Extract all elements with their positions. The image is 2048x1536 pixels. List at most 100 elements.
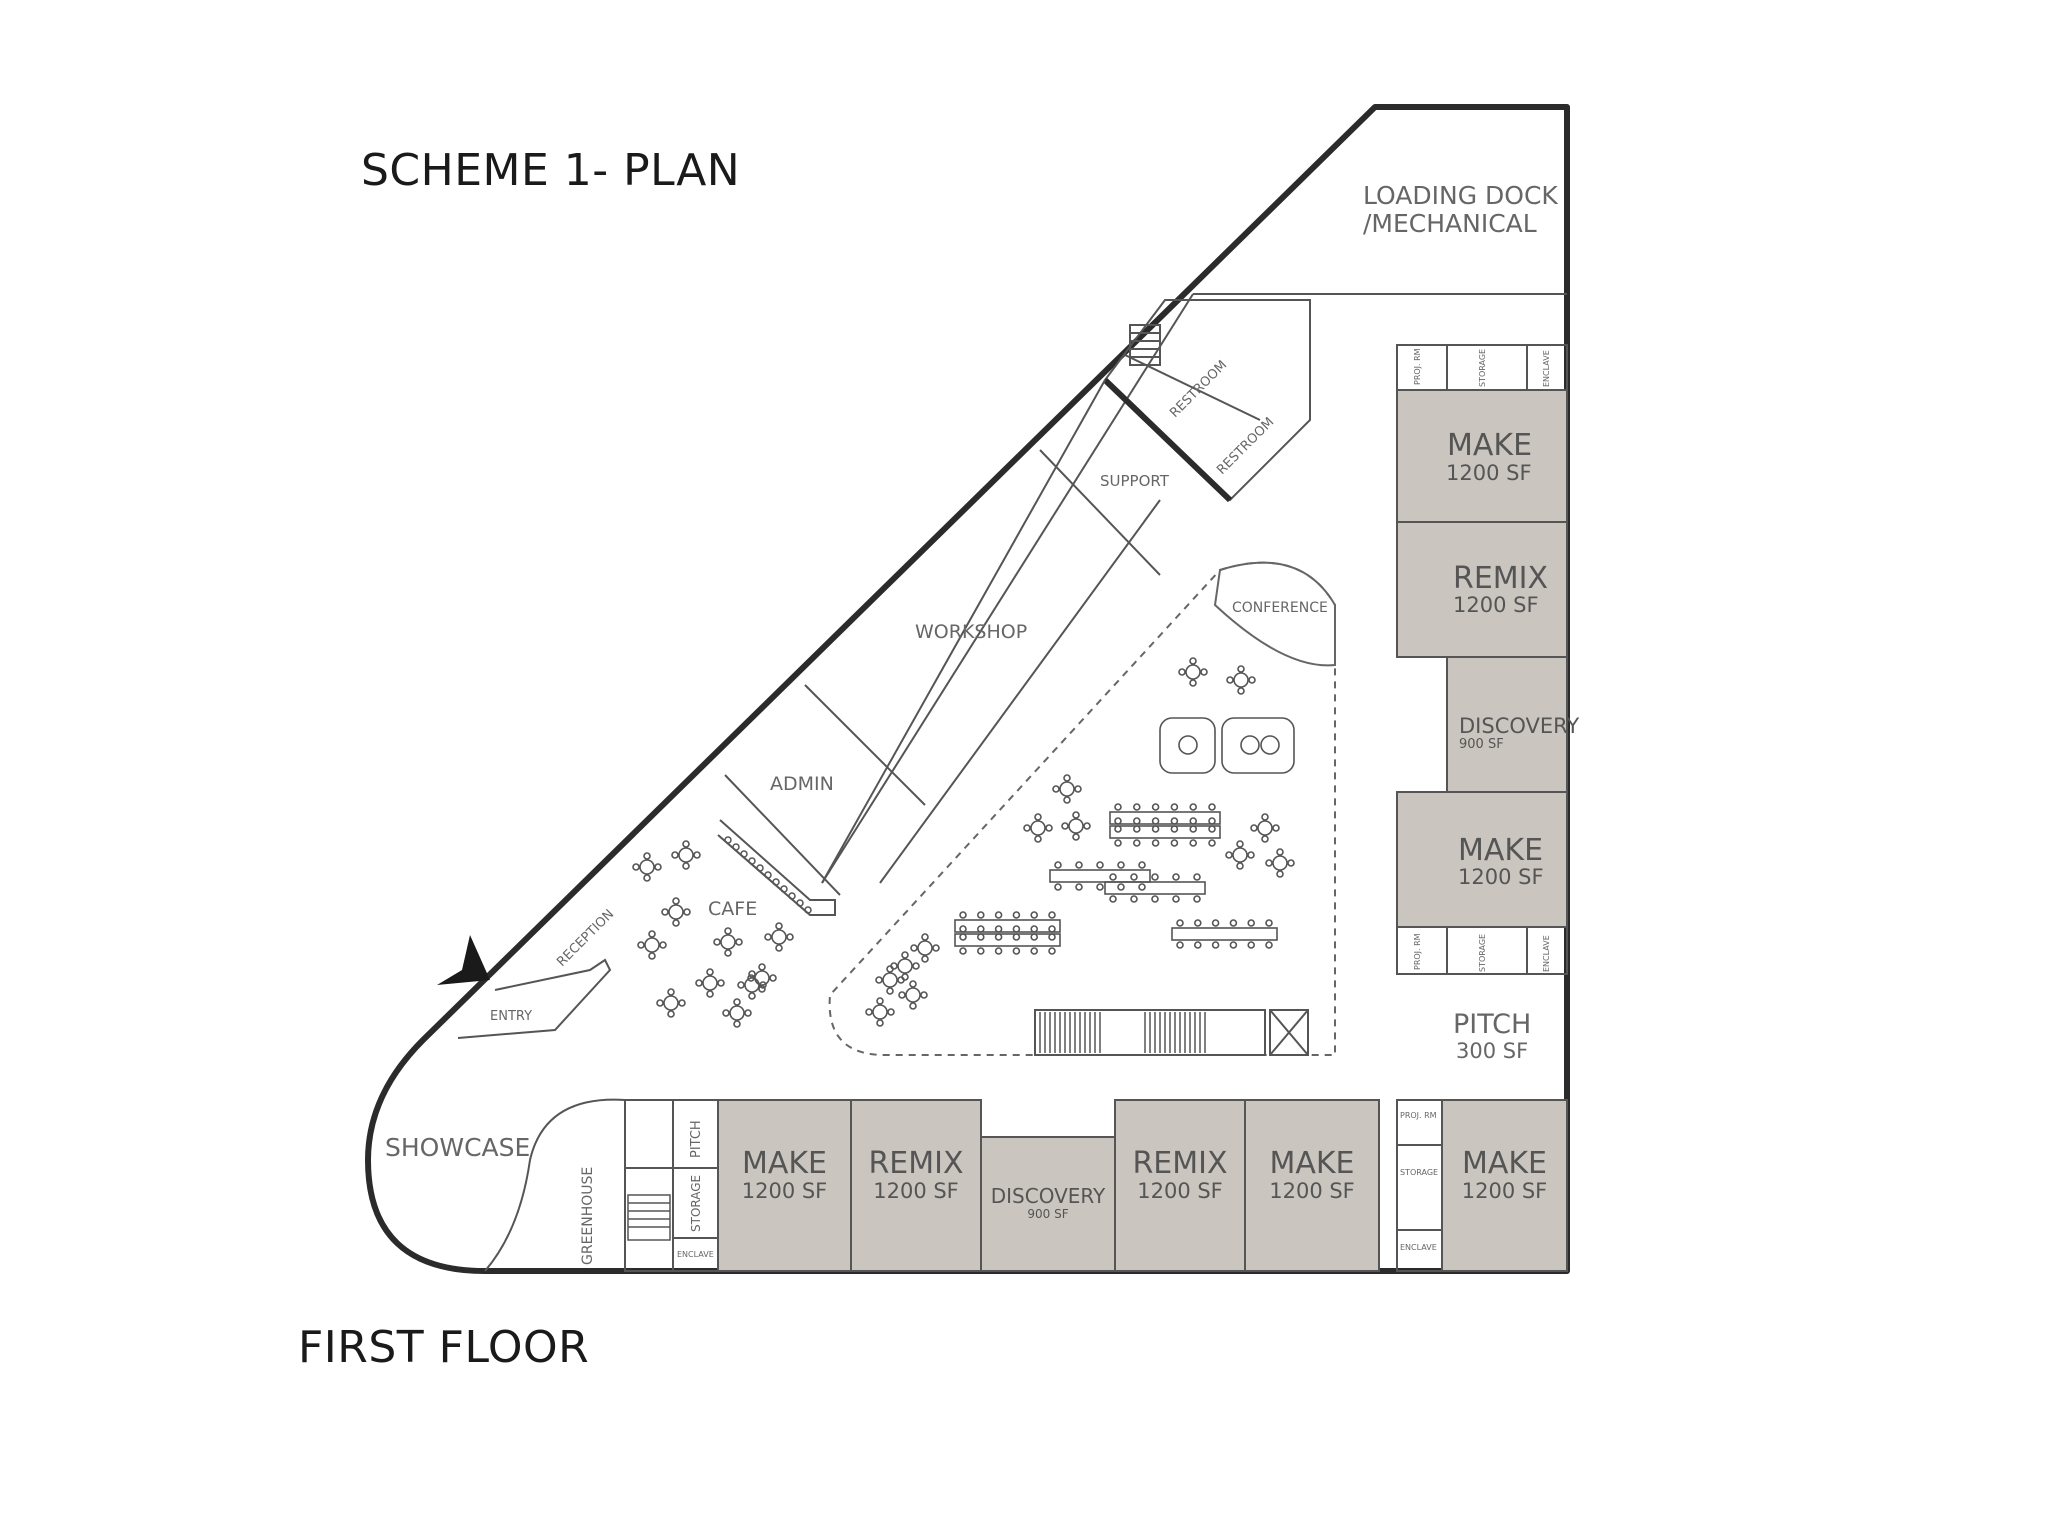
lounge-table [1178,657,1208,687]
pitch-large-name: PITCH [1453,1009,1531,1040]
floor-title: FIRST FLOOR [298,1322,590,1373]
cafe-stool [804,906,812,914]
lounge-table [1250,813,1280,843]
long-table [1049,861,1151,891]
lounge-table [898,980,928,1010]
plan-title: SCHEME 1- PLAN [361,145,741,196]
lounge-table [890,951,920,981]
loading-dock-label-2: /MECHANICAL [1363,209,1537,238]
cafe-stool [724,836,732,844]
cafe-stools [724,836,812,914]
cafe-stool [740,850,748,858]
entry-arrow-icon [437,935,490,985]
cafe-stool [780,885,788,893]
pitch-small-label: PITCH [689,1120,704,1158]
storage-small-label: STORAGE [689,1175,703,1232]
bottom-left-small-rooms [484,1098,719,1272]
cafe-table [695,968,725,998]
right-make-2-area: 1200 SF [1458,865,1544,889]
long-table [1109,817,1221,847]
cafe-table [713,927,743,957]
restroom-b-label: RESTROOM [1214,415,1277,478]
conference-room [1213,561,1336,667]
bottom-room-name: MAKE [742,1146,827,1181]
cafe-stool [772,878,780,886]
lounge-table [865,997,895,1027]
pitch-large-area: 300 SF [1456,1039,1528,1063]
restroom-a-label: RESTROOM [1167,358,1230,421]
cafe-table [661,897,691,927]
long-table [1104,873,1206,903]
bottom-room-area: 1200 SF [873,1179,959,1203]
right-mid-small-rooms [1396,926,1568,975]
cafe-stool [732,843,740,851]
right-make-1-area: 1200 SF [1446,461,1532,485]
right-remix-area: 1200 SF [1453,593,1539,617]
stair-icon [1129,324,1161,366]
conference-label: CONFERENCE [1232,600,1328,616]
booth [1221,717,1295,774]
bottom-room-area: 1200 SF [742,1179,828,1203]
lounge-area [828,561,1336,1056]
cafe-stool [788,892,796,900]
lounge-table [910,933,940,963]
bottom-right-storage-label: STORAGE [1400,1168,1438,1177]
entry-label: ENTRY [490,1009,532,1024]
cafe-stool [756,864,764,872]
right-mid-proj-label: PROJ. RM [1413,933,1422,970]
stair-icon [1039,1012,1101,1053]
cafe-table [671,840,701,870]
diagonal-band [724,379,1161,896]
bottom-room-name: DISCOVERY [991,1184,1106,1208]
lounge-furniture [865,657,1295,1027]
reception-desk [457,958,612,1039]
admin-label: ADMIN [770,773,834,795]
right-top-storage-label: STORAGE [1478,349,1487,387]
building-outline [365,104,1570,1274]
bottom-room-area: 1200 SF [1137,1179,1223,1203]
stair-icon [1144,1012,1206,1053]
cafe-table [747,963,777,993]
lounge-table [1052,774,1082,804]
right-mid-enclave-label: ENCLAVE [1542,935,1551,972]
cafe-tables [632,840,794,1028]
stair-icon [627,1194,671,1241]
cafe-table [632,852,662,882]
right-discovery-name: DISCOVERY [1459,714,1579,738]
cafe-stool [764,871,772,879]
right-top-enclave-label: ENCLAVE [1542,350,1551,387]
cafe-table [656,988,686,1018]
right-make-room-1 [1396,389,1568,523]
workshop-label: WORKSHOP [915,621,1027,643]
lounge-table [1265,848,1295,878]
cafe-table [764,922,794,952]
cafe-stool [796,899,804,907]
showcase-label: SHOWCASE [385,1133,530,1162]
cafe-stool [748,857,756,865]
right-make-2-name: MAKE [1458,833,1543,868]
enclave-small-label: ENCLAVE [677,1250,714,1259]
stair-icon [1039,1012,1206,1053]
long-table [1171,919,1278,949]
right-discovery-room [1446,656,1568,793]
bottom-room-name: MAKE [1462,1146,1547,1181]
cafe-table [637,930,667,960]
bottom-right-enclave-label: ENCLAVE [1400,1243,1437,1252]
right-make-room-2 [1396,791,1568,928]
right-remix-name: REMIX [1453,561,1548,596]
loading-dock-label-1: LOADING DOCK [1363,181,1558,210]
greenhouse-label: GREENHOUSE [580,1167,596,1265]
cafe-table [722,998,752,1028]
support-label: SUPPORT [1100,472,1170,490]
restroom-block [1102,299,1311,503]
right-make-1-name: MAKE [1447,428,1532,463]
bottom-right-small-rooms [1396,1099,1443,1272]
bottom-room-area: 1200 SF [1269,1179,1355,1203]
bottom-room-name: REMIX [868,1146,963,1181]
